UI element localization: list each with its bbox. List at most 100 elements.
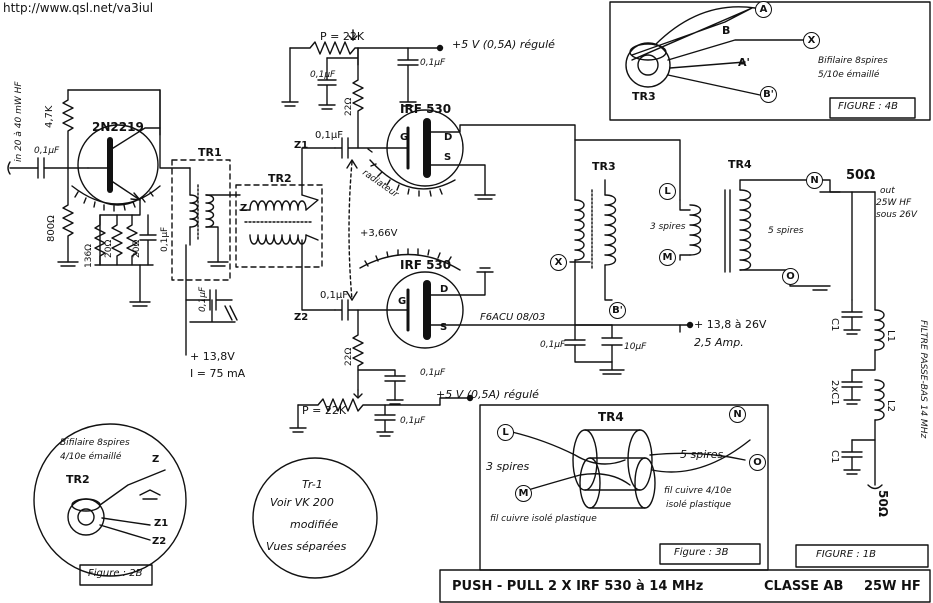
output-impedance: 50Ω xyxy=(846,168,876,183)
q1-name: 2N2219 xyxy=(92,120,144,134)
input-cap-label: 0,1µF xyxy=(34,146,60,156)
fig4b-x-marker: X xyxy=(803,32,820,49)
bottom-couple-cap: 0,1µF xyxy=(320,290,349,301)
title-class: CLASSE AB xyxy=(764,579,844,594)
q1-r-c: 20Ω xyxy=(132,239,142,258)
drain-current: 2,5 Amp. xyxy=(694,336,744,349)
bottom-gate-r: 22Ω xyxy=(344,347,354,366)
fig3b-wire2b: isolé plastique xyxy=(666,500,731,510)
filter-c3: C1 xyxy=(829,450,840,464)
tr2-z1: Z1 xyxy=(294,140,309,151)
fig2b-note1: Bifilaire 8spires xyxy=(60,438,130,448)
output-voltage: sous 26V xyxy=(876,210,918,220)
top-fet-stage xyxy=(281,29,576,301)
top-couple-cap: 0,1µF xyxy=(315,130,344,141)
title-power: 25W HF xyxy=(864,579,921,594)
fig2b-z: Z xyxy=(152,454,160,465)
q1-r-b: 20Ω xyxy=(104,239,114,258)
top-bypass-cap: 0,1µF xyxy=(310,70,336,80)
tr1-note-l4: Vues séparées xyxy=(266,540,347,553)
tr1-transformer xyxy=(171,159,241,356)
fig4b-b: B xyxy=(722,24,731,37)
fig3b-wire2a: fil cuivre 4/10e xyxy=(664,486,732,496)
top-supply-label: +5 V (0,5A) régulé xyxy=(452,38,555,51)
input-label: in 20 à 40 mW HF xyxy=(14,81,24,162)
tr1-name: TR1 xyxy=(198,146,222,159)
figure-2b xyxy=(33,423,187,586)
output-out: out xyxy=(880,186,895,196)
fig2b-tr: TR2 xyxy=(66,473,90,486)
bias-voltage: +3,66V xyxy=(360,228,398,239)
fig2b-z1: Z1 xyxy=(154,518,169,529)
tr2-z2: Z2 xyxy=(294,312,309,323)
title-frame xyxy=(439,569,931,603)
top-fet-s: S xyxy=(444,152,452,163)
bottom-fet-d: D xyxy=(440,284,449,295)
top-supply-cap: 0,1µF xyxy=(420,58,446,68)
filter-name: FILTRE PASSE-BAS 14 MHz xyxy=(918,320,928,439)
filter-l1: L1 xyxy=(885,330,896,342)
q1-r-top: 4,7K xyxy=(44,105,55,128)
filter-l2: L2 xyxy=(885,400,896,412)
fig3b-o-marker: O xyxy=(749,454,766,471)
filter-c2: 2xC1 xyxy=(829,380,840,406)
fig4b-a-marker: A xyxy=(755,1,772,18)
fig3b-m-marker: M xyxy=(515,485,532,502)
source-url: http://www.qsl.net/va3iul xyxy=(3,1,154,15)
title-main: PUSH - PULL 2 X IRF 530 à 14 MHz xyxy=(452,579,704,594)
tr3-x-marker: X xyxy=(550,254,567,271)
fig3b-s1: 3 spires xyxy=(486,460,530,473)
fig2b-caption: Figure : 2B xyxy=(88,568,143,579)
fig3b-caption: Figure : 3B xyxy=(674,547,729,558)
drain-supply xyxy=(564,321,694,375)
supply1-current: I = 75 mA xyxy=(190,367,246,380)
top-pot-label: P = 22K xyxy=(320,30,365,43)
tr4-l-marker: L xyxy=(659,183,676,200)
bottom-fet-name: IRF 530 xyxy=(400,258,452,272)
top-gate-r: 22Ω xyxy=(344,97,354,116)
lowpass-filter xyxy=(841,191,885,490)
fig1b-caption: FIGURE : 1B xyxy=(816,549,876,560)
fig3b-l-marker: L xyxy=(497,424,514,441)
tr3-name: TR3 xyxy=(592,160,616,173)
fig3b-wire1: fil cuivre isolé plastique xyxy=(490,514,597,524)
tr1-note-l1: Tr-1 xyxy=(302,478,323,491)
fig4b-a2: A' xyxy=(738,56,750,69)
tr4-primary-turns: 3 spires xyxy=(650,222,686,232)
bottom-supply-cap: 0,1µF xyxy=(400,416,426,426)
figure-1b-frame xyxy=(795,544,929,568)
bottom-fet-g: G xyxy=(398,296,407,307)
q1-cap: 0,1µF xyxy=(160,226,170,252)
filter-c1: C1 xyxy=(829,318,840,332)
output-impedance-bottom: 50Ω xyxy=(876,490,890,517)
q1-r-a: 136Ω xyxy=(84,243,94,268)
fig3b-n-marker: N xyxy=(729,406,746,423)
fig3b-tr: TR4 xyxy=(598,410,624,424)
tr3-b-marker: B' xyxy=(609,302,626,319)
fig4b-b2-marker: B' xyxy=(760,86,777,103)
tr1-note xyxy=(252,457,378,579)
tr4-o-marker: O xyxy=(782,268,799,285)
tr1-note-l3: modifiée xyxy=(290,518,339,531)
drain-voltage: + 13,8 à 26V xyxy=(694,318,767,331)
callsign: F6ACU 08/03 xyxy=(480,312,546,323)
top-fet-name: IRF 530 xyxy=(400,102,452,116)
tr1-note-l2: Voir VK 200 xyxy=(270,496,334,509)
tr3-transformer xyxy=(569,139,681,326)
tr2-name: TR2 xyxy=(268,172,292,185)
q1-r-bottom: 800Ω xyxy=(46,215,57,242)
output-power: 25W HF xyxy=(876,198,912,208)
drain-cap2: 10µF xyxy=(624,342,647,352)
tr4-n-marker: N xyxy=(806,172,823,189)
tr2-z: Z xyxy=(240,203,248,214)
fig4b-note1: Bifilaire 8spires xyxy=(818,56,888,66)
bottom-pot-label: P = 22K xyxy=(302,404,347,417)
bottom-fet-s: S xyxy=(440,322,448,333)
supply1-cap: 0,1µF xyxy=(198,286,208,312)
fig2b-note2: 4/10e émaillé xyxy=(60,452,122,462)
fig4b-note2: 5/10e émaillé xyxy=(818,70,880,80)
bottom-fet-stage xyxy=(289,248,681,437)
tr4-secondary-turns: 5 spires xyxy=(768,226,804,236)
bottom-supply-label: +5 V (0,5A) régulé xyxy=(436,388,539,401)
bottom-bypass-cap: 0,1µF xyxy=(420,368,446,378)
